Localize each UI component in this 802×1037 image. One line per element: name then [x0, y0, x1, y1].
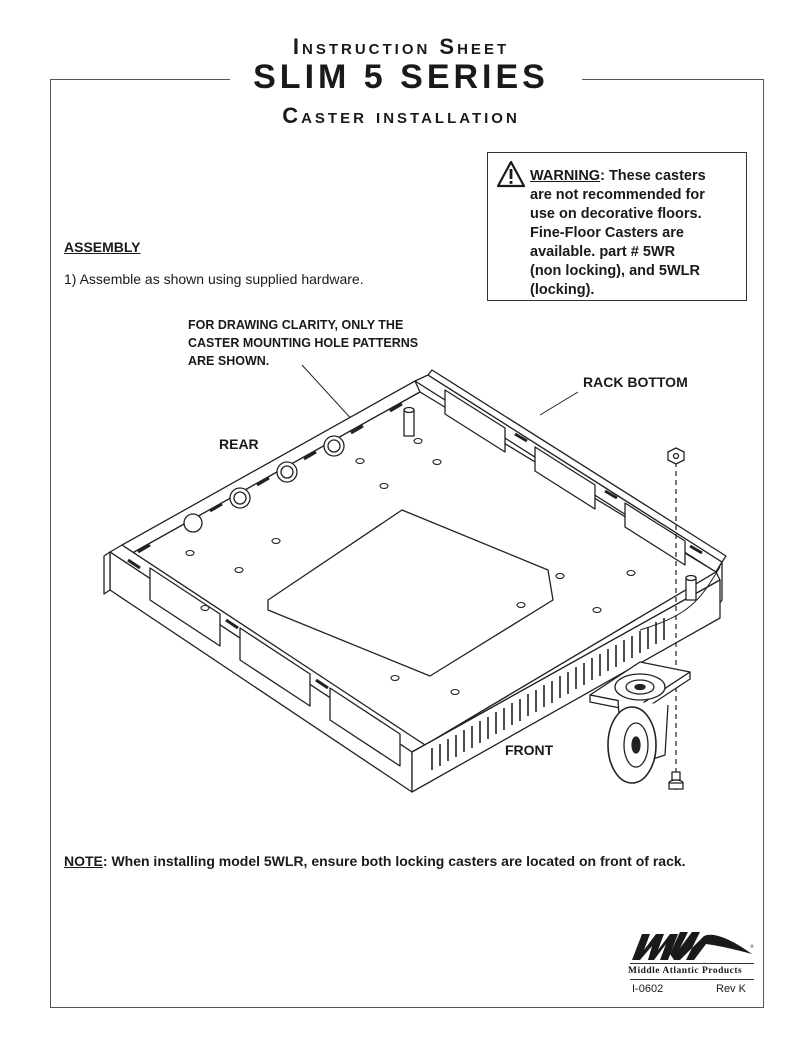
- instruction-sheet-heading: Instruction Sheet: [292, 34, 510, 59]
- frame-top-rule-left: [50, 79, 230, 80]
- label-front: FRONT: [505, 742, 554, 758]
- middle-atlantic-logo-icon: ®: [632, 932, 754, 960]
- brand-rule: [630, 979, 754, 980]
- page-subtitle: Caster installation: [282, 103, 520, 128]
- assembly-heading: ASSEMBLY: [64, 239, 141, 255]
- callout-line-3: ARE SHOWN.: [188, 354, 270, 368]
- warning-line-3: use on decorative floors.: [530, 206, 702, 222]
- revision-label: Rev K: [716, 983, 746, 995]
- warning-text: WARNING: These casters are not recommend…: [530, 167, 744, 300]
- warning-line-6: (non locking), and 5WLR: [530, 263, 700, 279]
- warning-line-2: are not recommended for: [530, 187, 705, 203]
- warning-line-7: (locking).: [530, 282, 595, 298]
- warning-line-1: : These casters: [600, 168, 706, 184]
- warning-box: [487, 152, 747, 301]
- warning-line-5: available. part # 5WR: [530, 244, 676, 260]
- logo-rule: [630, 963, 754, 964]
- page-frame: [50, 79, 764, 1008]
- note-label: NOTE: [64, 853, 103, 869]
- document-number: I-0602: [632, 983, 664, 995]
- brand-name: Middle Atlantic Products: [628, 966, 743, 976]
- warning-line-4: Fine-Floor Casters are: [530, 225, 684, 241]
- series-title: SLIM 5 SERIES: [253, 58, 549, 96]
- label-rack-bottom: RACK BOTTOM: [583, 374, 688, 390]
- warning-triangle-icon: [496, 160, 526, 188]
- drawing-clarity-callout: FOR DRAWING CLARITY, ONLY THE CASTER MOU…: [188, 316, 458, 370]
- installation-note: NOTE: When installing model 5WLR, ensure…: [64, 853, 686, 869]
- note-text: : When installing model 5WLR, ensure bot…: [102, 853, 686, 869]
- svg-text:®: ®: [750, 944, 754, 949]
- frame-top-rule-right: [582, 79, 763, 80]
- label-rear: REAR: [219, 436, 259, 452]
- callout-line-2: CASTER MOUNTING HOLE PATTERNS: [188, 336, 419, 350]
- callout-line-1: FOR DRAWING CLARITY, ONLY THE: [188, 318, 404, 332]
- assembly-step-1: 1) Assemble as shown using supplied hard…: [64, 271, 364, 287]
- warning-label: WARNING: [530, 168, 601, 184]
